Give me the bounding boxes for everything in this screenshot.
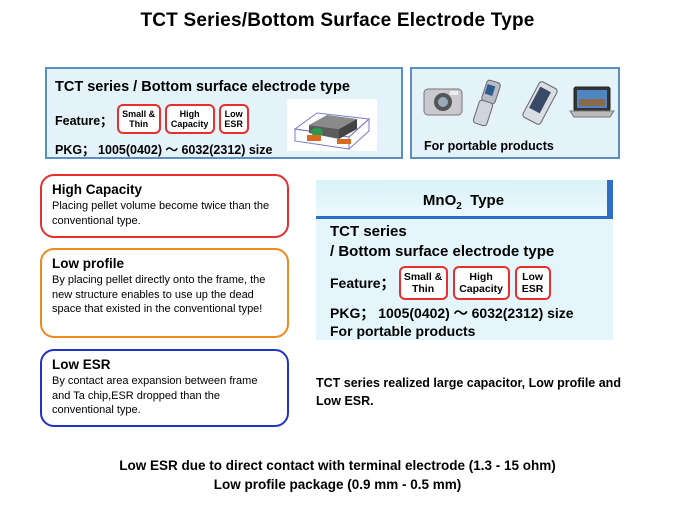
card-low-esr: Low ESR By contact area expansion betwee… (40, 349, 289, 427)
divider (316, 216, 613, 219)
badge-high-capacity: High Capacity (164, 104, 215, 134)
card-body: By placing pellet directly onto the fram… (52, 274, 266, 316)
mno2-header: MnO2 Type (316, 180, 611, 216)
badge-high-capacity: High Capacity (452, 266, 510, 300)
badge-low-esr: Low ESR (218, 104, 249, 134)
mno2-header-type: Type (470, 192, 505, 209)
bottom-line-profile: Low profile package (0.9 mm - 0.5 mm) (213, 477, 462, 492)
mno2-series-line: TCT series (330, 223, 407, 240)
portable-devices (423, 79, 615, 127)
camera-icon (423, 88, 463, 116)
mno2-panel: MnO2 Type TCT series / Bottom surface el… (316, 180, 613, 340)
card-title: Low ESR (52, 357, 111, 372)
feature-row: Feature； Small & Thin High Capacity Low … (55, 104, 253, 134)
portable-caption: For portable products (330, 323, 476, 339)
card-high-capacity: High Capacity Placing pellet volume beco… (40, 174, 289, 238)
capacitor-chip-icon (287, 99, 377, 151)
divider (607, 180, 613, 218)
pkg-size: PKG； 1005(0402) ～ 6032(2312) size (330, 305, 574, 321)
product-heading: TCT series / Bottom surface electrode ty… (55, 79, 350, 95)
summary-text: TCT series realized large capacitor, Low… (316, 376, 621, 409)
pkg-size: PKG； 1005(0402) ～ 6032(2312) size (55, 143, 273, 157)
mno2-header-formula: MnO (422, 192, 457, 209)
card-title: High Capacity (52, 182, 143, 197)
feature-label: Feature； (330, 275, 395, 291)
portable-panel: For portable products (410, 67, 620, 159)
card-body: Placing pellet volume become twice than … (52, 200, 270, 227)
feature-row: Feature； Small & Thin High Capacity Low … (330, 266, 556, 300)
mno2-header-subscript: 2 (456, 201, 462, 212)
feature-label: Feature； (55, 113, 113, 128)
badge-small-thin: Small & Thin (398, 266, 448, 300)
smartphone-icon (522, 81, 558, 125)
card-body: By contact area expansion between frame … (52, 375, 258, 417)
laptop-icon (569, 86, 615, 118)
card-title: Low profile (52, 256, 124, 271)
product-panel: TCT series / Bottom surface electrode ty… (45, 67, 403, 159)
badge-low-esr: Low ESR (514, 266, 551, 300)
flip-phone-icon (472, 79, 501, 127)
portable-caption: For portable products (424, 139, 554, 153)
card-low-profile: Low profile By placing pellet directly o… (40, 248, 289, 338)
bottom-line-esr: Low ESR due to direct contact with termi… (119, 458, 556, 473)
mno2-type-line: / Bottom surface electrode type (330, 243, 555, 260)
badge-small-thin: Small & Thin (116, 104, 161, 134)
slide-title: TCT Series/Bottom Surface Electrode Type (140, 10, 535, 31)
